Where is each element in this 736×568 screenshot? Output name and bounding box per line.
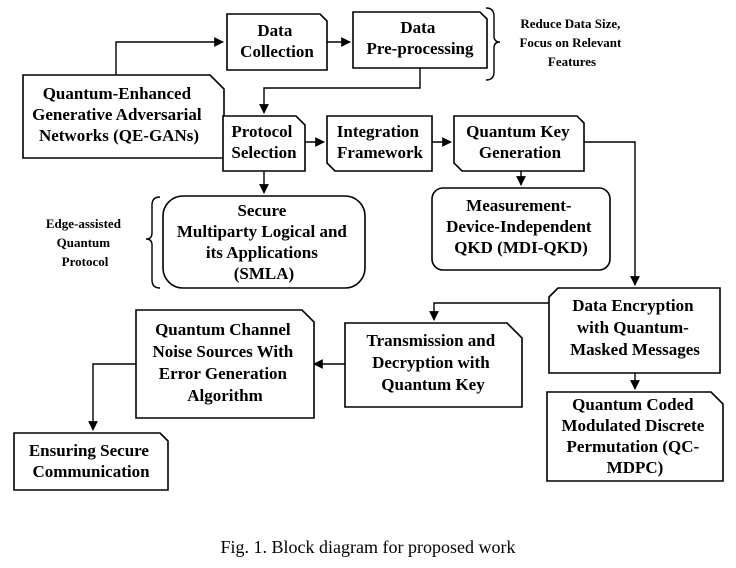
node-qe-gans-line-1: Quantum-Enhanced: [43, 84, 192, 103]
node-channel-noise-line-1: Quantum Channel: [155, 320, 291, 339]
node-channel-noise-line-3: Error Generation: [159, 364, 288, 383]
svg-text:Measurement- Device-Inde: Measurement- Device-Independent QKD (MDI…: [446, 196, 596, 257]
svg-text:Quantum Key Generation: Quantum Key Generation: [466, 122, 574, 162]
node-data-collection-line-2: Collection: [240, 42, 314, 61]
node-qe-gans: Quantum-Enhanced Generative Adversarial …: [22, 74, 225, 159]
note-edge-line-3: Protocol: [62, 254, 109, 269]
node-secure-comm: Ensuring Secure Communication: [13, 432, 169, 491]
svg-text:Secure Multiparty Logica: Secure Multiparty Logical and its Applic…: [177, 201, 351, 283]
connectors: [88, 37, 640, 431]
arrow-preprocessing-to-protocol: [259, 68, 421, 114]
node-data-preprocessing: Data Pre-processing: [352, 11, 488, 69]
node-data-preprocessing-line-1: Data: [400, 18, 435, 37]
node-secure-comm-line-2: Communication: [32, 462, 150, 481]
node-data-encryption: Data Encryption with Quantum- Masked Mes…: [548, 287, 721, 374]
node-smla-line-2: Multiparty Logical and: [177, 222, 348, 241]
node-channel-noise-line-4: Algorithm: [187, 386, 263, 405]
svg-text:Data Encryption with Qua: Data Encryption with Quantum- Masked Mes…: [570, 296, 700, 359]
note-edge: Edge-assisted Quantum Protocol: [46, 216, 124, 269]
node-protocol-selection: Protocol Selection: [222, 115, 306, 172]
node-qc-mdpc-line-2: Modulated Discrete: [562, 416, 705, 435]
svg-text:Ensuring Secure Communic: Ensuring Secure Communication: [29, 441, 153, 481]
svg-text:Protocol Selection: Protocol Selection: [231, 122, 297, 162]
node-channel-noise: Quantum Channel Noise Sources With Error…: [135, 309, 315, 419]
node-mdi-qkd-line-1: Measurement-: [466, 196, 572, 215]
node-qe-gans-line-2: Generative Adversarial: [32, 105, 202, 124]
brace-right-preprocessing: [485, 7, 501, 81]
node-qc-mdpc: Quantum Coded Modulated Discrete Permuta…: [546, 391, 724, 482]
node-qc-mdpc-line-1: Quantum Coded: [572, 395, 694, 414]
node-integration-framework: Integration Framework: [326, 115, 433, 172]
node-qe-gans-line-3: Networks (QE-GANs): [39, 126, 199, 145]
note-reduce: Reduce Data Size, Focus on Relevant Feat…: [519, 16, 624, 69]
svg-text:Quantum Channel Noise So: Quantum Channel Noise Sources With Error…: [153, 320, 298, 405]
node-text: Data Collection: [240, 21, 314, 61]
node-channel-noise-line-2: Noise Sources With: [153, 342, 294, 361]
note-reduce-line-3: Features: [548, 54, 596, 69]
svg-text:Quantum-Enhanced Generat: Quantum-Enhanced Generative Adversarial …: [32, 84, 206, 145]
node-protocol-selection-line-2: Selection: [231, 143, 297, 162]
node-transmission: Transmission and Decryption with Quantum…: [344, 322, 523, 408]
node-integration-framework-line-2: Framework: [337, 143, 423, 162]
node-qkd-generation-line-2: Generation: [479, 143, 562, 162]
node-secure-comm-line-1: Ensuring Secure: [29, 441, 150, 460]
note-reduce-line-1: Reduce Data Size,: [520, 16, 620, 31]
node-transmission-line-3: Quantum Key: [381, 375, 485, 394]
node-qkd-generation-line-1: Quantum Key: [466, 122, 570, 141]
node-transmission-line-1: Transmission and: [367, 331, 496, 350]
note-edge-line-2: Quantum: [57, 235, 111, 250]
node-protocol-selection-line-1: Protocol: [231, 122, 292, 141]
node-transmission-line-2: Decryption with: [372, 353, 490, 372]
node-data-encryption-line-3: Masked Messages: [570, 340, 700, 359]
node-integration-framework-line-1: Integration: [337, 122, 420, 141]
node-mdi-qkd-line-2: Device-Independent: [446, 217, 592, 236]
arrow-qkd-to-encryption: [584, 141, 640, 286]
node-smla-line-4: (SMLA): [234, 264, 294, 283]
figure-caption: Fig. 1. Block diagram for proposed work: [220, 537, 516, 557]
node-data-encryption-line-1: Data Encryption: [572, 296, 694, 315]
node-qc-mdpc-line-3: Permutation (QC-: [567, 437, 700, 456]
node-smla: Secure Multiparty Logical and its Applic…: [162, 195, 366, 289]
node-data-preprocessing-line-2: Pre-processing: [366, 39, 474, 58]
node-data-collection-line-1: Data: [257, 21, 292, 40]
svg-text:Quantum Coded Modulated: Quantum Coded Modulated Discrete Permuta…: [562, 395, 709, 477]
node-smla-line-3: its Applications: [206, 243, 318, 262]
node-smla-line-1: Secure: [237, 201, 286, 220]
node-mdi-qkd: Measurement- Device-Independent QKD (MDI…: [431, 187, 611, 271]
node-mdi-qkd-line-3: QKD (MDI-QKD): [454, 238, 588, 257]
block-diagram: Data Collection Data Pre-processing Quan…: [13, 7, 724, 491]
arrow-qegans-to-collection: [115, 37, 224, 75]
svg-text:Integration Framework: Integration Framework: [337, 122, 424, 162]
node-data-collection: Data Collection: [226, 13, 328, 71]
arrow-noise-to-secure: [88, 363, 136, 431]
brace-left-smla: [145, 196, 161, 289]
node-data-encryption-line-2: with Quantum-: [577, 318, 689, 337]
svg-text:Data Pre-processing: Data Pre-processing: [366, 18, 474, 58]
arrow-encryption-to-transmission: [429, 302, 549, 321]
node-qc-mdpc-line-4: MDPC): [607, 458, 664, 477]
svg-text:Transmission and Decrypt: Transmission and Decryption with Quantum…: [367, 331, 500, 394]
note-edge-line-1: Edge-assisted: [46, 216, 122, 231]
node-qkd-generation: Quantum Key Generation: [453, 115, 585, 172]
note-reduce-line-2: Focus on Relevant: [519, 35, 622, 50]
